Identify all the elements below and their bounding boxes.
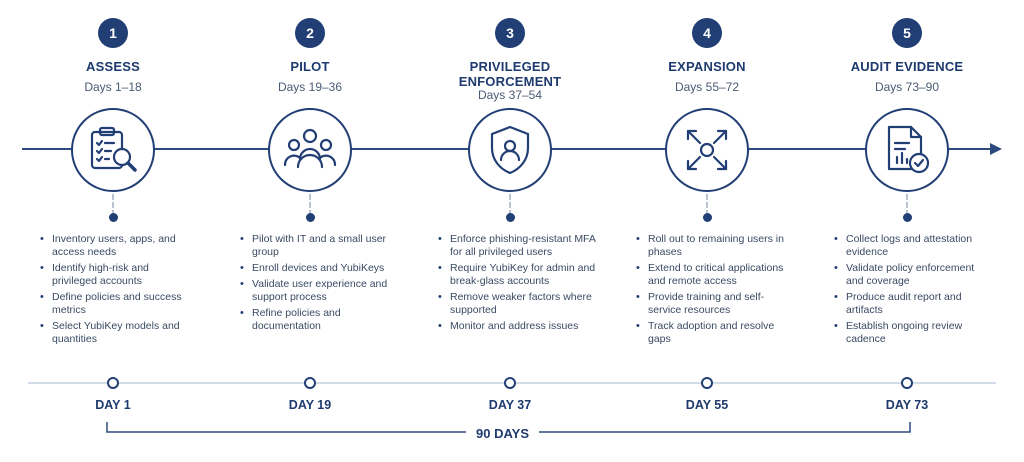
phase-connector: [309, 194, 311, 216]
task-item: Collect logs and attestation evidence: [834, 233, 994, 259]
milestone-marker: [701, 377, 713, 389]
task-item: Enforce phishing-resistant MFA for all p…: [438, 233, 598, 259]
task-item: Produce audit report and artifacts: [834, 291, 994, 317]
phase-dot: [305, 213, 315, 222]
task-item: Refine policies and documentation: [240, 307, 390, 333]
phase-days-range: Days 55–72: [674, 80, 740, 94]
phase-days-range: Days 37–54: [477, 88, 543, 102]
task-item: Enroll devices and YubiKeys: [240, 262, 390, 275]
phase-title: ASSESS: [33, 59, 193, 74]
milestone-marker: [901, 377, 913, 389]
phase-days-range: Days 1–18: [84, 80, 142, 94]
total-duration-label: 90 DAYS: [466, 426, 539, 441]
phase-title-line: AUDIT EVIDENCE: [850, 59, 964, 74]
shield-user-icon: [487, 124, 533, 176]
phase-task-list: Roll out to remaining users in phasesExt…: [636, 233, 796, 349]
milestone-day-label: DAY 73: [885, 398, 929, 412]
phase-dot: [108, 213, 118, 222]
task-item: Monitor and address issues: [438, 320, 598, 333]
phase-title-line: EXPANSION: [668, 59, 746, 74]
phase-title-line: PRIVILEGED: [469, 59, 551, 74]
task-item: Identify high-risk and privileged accoun…: [40, 262, 190, 288]
phase-connector: [509, 194, 511, 216]
task-item: Require YubiKey for admin and break-glas…: [438, 262, 598, 288]
phase-icon-circle: [468, 108, 552, 192]
phase-number-badge: 4: [692, 18, 722, 48]
milestone-day-label: DAY 1: [95, 398, 131, 412]
phase-icon-circle: [665, 108, 749, 192]
milestone-marker: [107, 377, 119, 389]
audit-report-icon: [881, 123, 933, 177]
phase-title-line: ENFORCEMENT: [458, 74, 562, 89]
phase-dot: [902, 213, 912, 222]
phase-connector: [112, 194, 114, 216]
phase-title: PILOT: [230, 59, 390, 74]
task-item: Pilot with IT and a small user group: [240, 233, 390, 259]
phase-number-badge: 2: [295, 18, 325, 48]
phase-number-badge: 3: [495, 18, 525, 48]
phase-connector: [706, 194, 708, 216]
phase-icon-circle: [865, 108, 949, 192]
phase-title: EXPANSION: [627, 59, 787, 74]
task-item: Remove weaker factors where supported: [438, 291, 598, 317]
milestone-marker: [304, 377, 316, 389]
phase-days-range: Days 19–36: [277, 80, 343, 94]
phase-days-range: Days 73–90: [874, 80, 940, 94]
phase-title-line: PILOT: [290, 59, 330, 74]
phase-icon-circle: [268, 108, 352, 192]
milestone-marker: [504, 377, 516, 389]
phase-dot: [702, 213, 712, 222]
task-item: Inventory users, apps, and access needs: [40, 233, 190, 259]
phase-task-list: Collect logs and attestation evidenceVal…: [834, 233, 994, 349]
task-item: Select YubiKey models and quantities: [40, 320, 190, 346]
phase-task-list: Inventory users, apps, and access needsI…: [40, 233, 190, 349]
task-item: Track adoption and resolve gaps: [636, 320, 796, 346]
clipboard-magnifier-icon: [86, 123, 140, 177]
phase-icon-circle: [71, 108, 155, 192]
task-item: Validate user experience and support pro…: [240, 278, 390, 304]
task-item: Define policies and success metrics: [40, 291, 190, 317]
milestone-day-label: DAY 55: [685, 398, 729, 412]
phase-task-list: Enforce phishing-resistant MFA for all p…: [438, 233, 598, 336]
milestone-day-label: DAY 37: [488, 398, 532, 412]
user-group-icon: [282, 125, 338, 175]
task-item: Validate policy enforcement and coverage: [834, 262, 994, 288]
phase-title-line: ASSESS: [86, 59, 140, 74]
phase-title: AUDIT EVIDENCE: [827, 59, 987, 74]
phase-number-badge: 1: [98, 18, 128, 48]
task-item: Extend to critical applications and remo…: [636, 262, 796, 288]
expand-arrows-icon: [680, 123, 734, 177]
task-item: Establish ongoing review cadence: [834, 320, 994, 346]
milestone-day-label: DAY 19: [288, 398, 332, 412]
task-item: Provide training and self-service resour…: [636, 291, 796, 317]
phase-task-list: Pilot with IT and a small user groupEnro…: [240, 233, 390, 336]
phase-number-badge: 5: [892, 18, 922, 48]
phase-dot: [505, 213, 515, 222]
task-item: Roll out to remaining users in phases: [636, 233, 796, 259]
phase-connector: [906, 194, 908, 216]
